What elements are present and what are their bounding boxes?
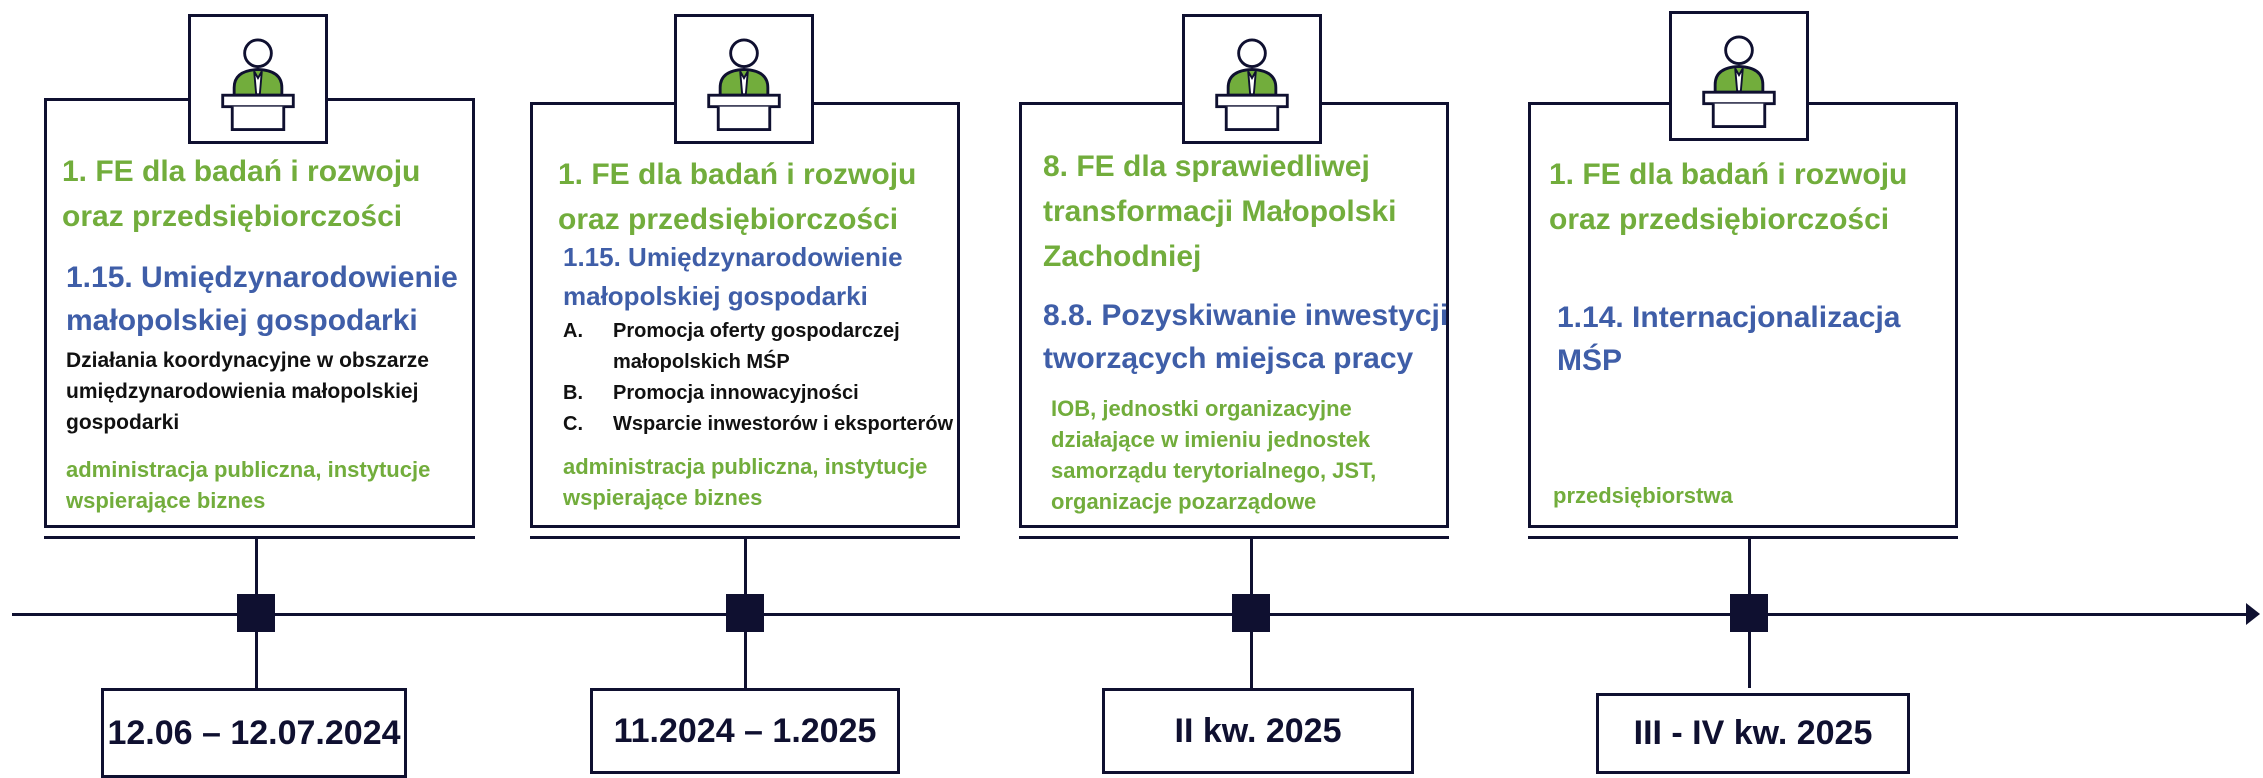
card-1-underline [44, 536, 475, 539]
date-box-3: II kw. 2025 [1102, 688, 1414, 774]
date-box-4: III - IV kw. 2025 [1596, 693, 1910, 774]
speaker-at-podium-icon [1182, 14, 1322, 144]
card-4-underline [1528, 536, 1958, 539]
list-item-letter: C. [563, 413, 583, 435]
date-box-2: 11.2024 – 1.2025 [590, 688, 900, 774]
timeline-card-2 [530, 102, 960, 528]
card-1-description: Działania koordynacyjne w obszarze umięd… [66, 349, 429, 434]
list-item-letter: B. [563, 382, 583, 404]
card-2-activity-list: A. Promocja oferty gospodarczej małopolsk… [563, 316, 983, 440]
card-1-action: 1.15. Umiędzynarodowienie małopolskiej g… [66, 261, 458, 337]
card-2-action: 1.15. Umiędzynarodowienie małopolskiej g… [563, 242, 903, 311]
timeline-card-3 [1019, 102, 1449, 528]
list-item-letter: A. [563, 320, 583, 342]
card-3-audience: IOB, jednostki organizacyjne działające … [1051, 396, 1377, 514]
list-item: C. Wsparcie inwestorów i eksporterów [563, 409, 983, 440]
list-item: A. Promocja oferty gospodarczej małopolsk… [563, 316, 983, 378]
date-box-1: 12.06 – 12.07.2024 [101, 688, 407, 778]
card-1-priority: 1. FE dla badań i rozwoju oraz przedsięb… [62, 155, 421, 233]
list-item-text: Promocja oferty gospodarczej małopolskic… [613, 320, 900, 373]
timeline-node-4 [1730, 594, 1768, 632]
card-1-audience: administracja publiczna, instytucje wspi… [66, 457, 431, 513]
list-item-text: Promocja innowacyjności [613, 382, 859, 404]
card-3-underline [1019, 536, 1449, 539]
card-2-audience: administracja publiczna, instytucje wspi… [563, 454, 928, 510]
timeline-node-2 [726, 594, 764, 632]
card-3-priority: 8. FE dla sprawiedliwej transformacji Ma… [1043, 150, 1397, 273]
timeline-node-3 [1232, 594, 1270, 632]
card-2-priority: 1. FE dla badań i rozwoju oraz przedsięb… [558, 158, 917, 236]
timeline-axis [12, 613, 2255, 616]
speaker-at-podium-icon [674, 14, 814, 144]
card-4-priority: 1. FE dla badań i rozwoju oraz przedsięb… [1549, 158, 1908, 236]
card-2-underline [530, 536, 960, 539]
card-4-audience: przedsiębiorstwa [1553, 483, 1733, 508]
card-4-action: 1.14. Internacjonalizacja MŚP [1557, 301, 1901, 377]
card-3-action: 8.8. Pozyskiwanie inwestycji tworzących … [1043, 299, 1449, 375]
speaker-at-podium-icon [188, 14, 328, 144]
timeline-node-1 [237, 594, 275, 632]
list-item: B. Promocja innowacyjności [563, 378, 983, 409]
timeline-arrow-icon [2246, 603, 2260, 625]
speaker-at-podium-icon [1669, 11, 1809, 141]
list-item-text: Wsparcie inwestorów i eksporterów [613, 413, 954, 435]
timeline-card-1 [44, 98, 475, 528]
